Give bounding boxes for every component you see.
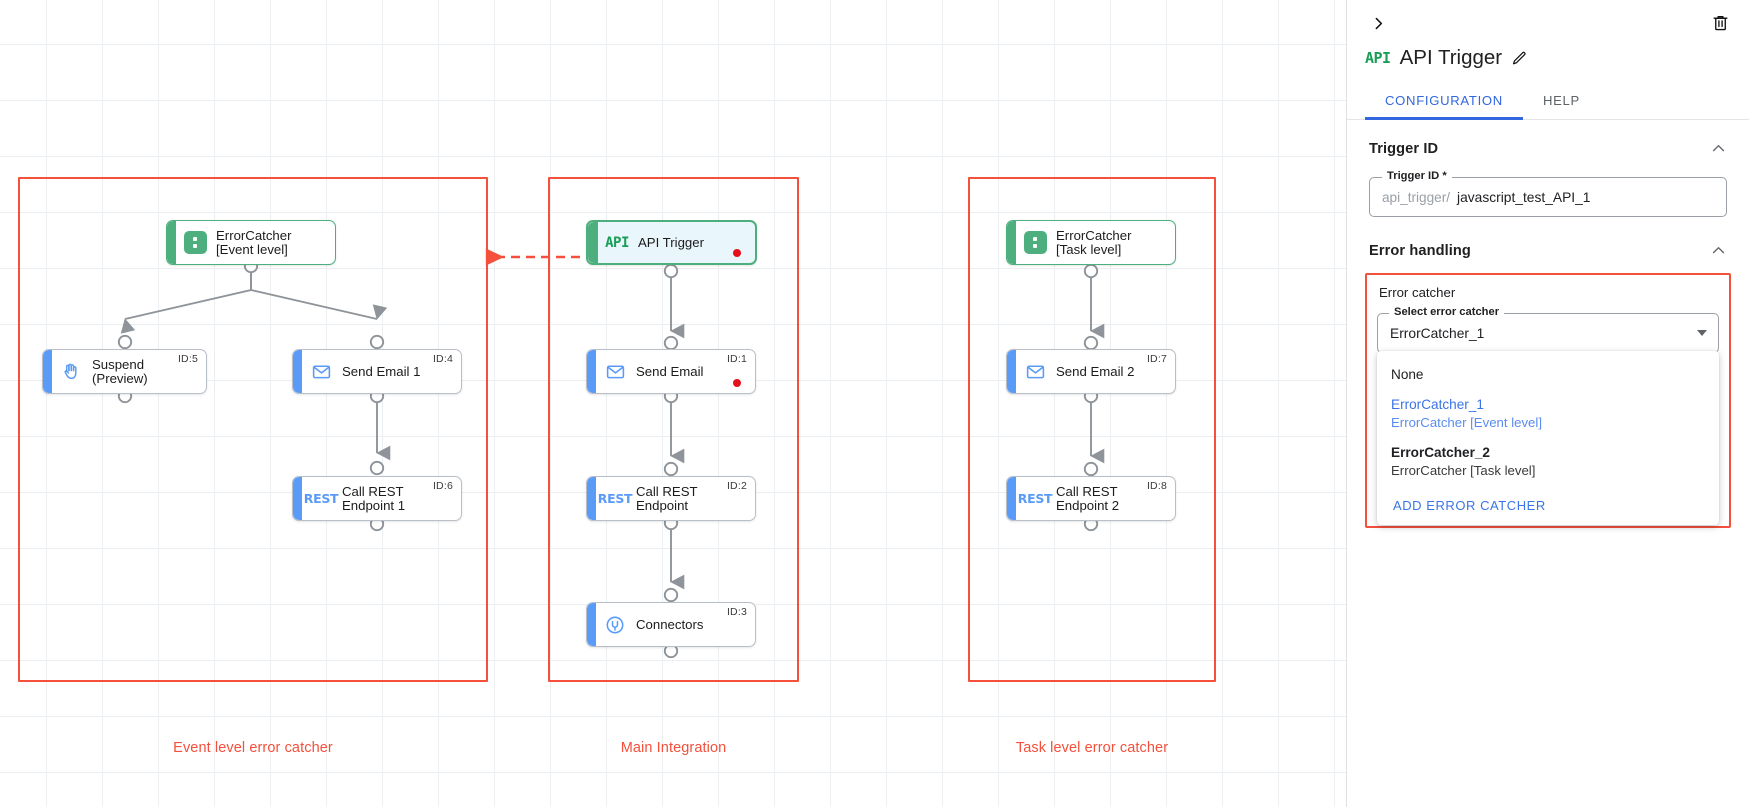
chevron-down-icon[interactable] <box>1697 330 1707 336</box>
node-accent <box>587 603 596 646</box>
panel-tabs: CONFIGURATION HELP <box>1347 82 1749 120</box>
rest-icon: REST <box>597 491 633 506</box>
dropdown-option-errorcatcher-1[interactable]: ErrorCatcher_1 ErrorCatcher [Event level… <box>1377 390 1719 438</box>
group-label-task-level: Task level error catcher <box>1015 740 1169 756</box>
status-dot <box>733 379 741 387</box>
node-call-rest-endpoint-1[interactable]: REST Call REST Endpoint 1 ID:6 <box>292 476 462 521</box>
api-icon: API <box>1365 49 1391 67</box>
node-id-label: ID:2 <box>726 480 747 492</box>
node-label: Call REST Endpoint 1 <box>342 483 406 513</box>
error-catcher-icon <box>1016 231 1054 254</box>
node-label: Send Email 1 <box>342 363 421 379</box>
node-label: Send Email <box>636 363 704 379</box>
node-accent <box>293 350 302 393</box>
tab-help[interactable]: HELP <box>1542 93 1580 108</box>
rest-icon: REST <box>303 491 339 506</box>
trigger-id-field-label: Trigger ID * <box>1382 170 1452 182</box>
envelope-icon <box>596 361 634 382</box>
node-id-label: ID:4 <box>432 353 453 365</box>
trash-icon[interactable] <box>1707 9 1733 35</box>
node-label: API Trigger <box>638 234 704 250</box>
node-errorcatcher-event-level[interactable]: ErrorCatcher [Event level] <box>166 220 336 265</box>
node-accent <box>167 221 176 264</box>
error-catcher-label: Error catcher <box>1379 285 1456 300</box>
node-suspend-preview[interactable]: Suspend (Preview) ID:5 <box>42 349 207 394</box>
page-title: API Trigger <box>1399 46 1503 69</box>
group-frame-task-level[interactable] <box>968 177 1216 682</box>
envelope-icon <box>1016 361 1054 382</box>
dropdown-option-primary: ErrorCatcher_1 <box>1391 397 1484 412</box>
chevron-up-icon[interactable] <box>1710 242 1727 259</box>
node-accent <box>1007 350 1016 393</box>
node-id-label: ID:6 <box>432 480 453 492</box>
node-accent <box>587 477 596 520</box>
node-id-label: ID:7 <box>1146 353 1167 365</box>
section-header-error-handling: Error handling <box>1347 217 1749 259</box>
tab-configuration[interactable]: CONFIGURATION <box>1365 82 1523 120</box>
envelope-icon <box>302 361 340 382</box>
node-id-label: ID:3 <box>726 606 747 618</box>
node-id-label: ID:5 <box>177 353 198 365</box>
dropdown-option-none[interactable]: None <box>1377 360 1719 390</box>
node-label: Send Email 2 <box>1056 363 1135 379</box>
node-api-trigger[interactable]: API API Trigger <box>586 220 757 265</box>
node-accent <box>1007 477 1016 520</box>
select-error-catcher-value: ErrorCatcher_1 <box>1390 325 1485 341</box>
node-call-rest-endpoint-2[interactable]: REST Call REST Endpoint 2 ID:8 <box>1006 476 1176 521</box>
node-label: Call REST Endpoint <box>636 483 698 513</box>
properties-panel: API API Trigger CONFIGURATION HELP Trigg… <box>1346 0 1749 807</box>
status-dot <box>733 249 741 257</box>
node-send-email[interactable]: Send Email ID:1 <box>586 349 756 394</box>
node-send-email-2[interactable]: Send Email 2 ID:7 <box>1006 349 1176 394</box>
node-call-rest-endpoint[interactable]: REST Call REST Endpoint ID:2 <box>586 476 756 521</box>
trigger-id-value: javascript_test_API_1 <box>1457 189 1591 205</box>
node-label: Connectors <box>636 616 704 632</box>
chevron-up-icon[interactable] <box>1710 140 1727 157</box>
panel-title-row: API API Trigger <box>1347 36 1749 70</box>
section-title: Trigger ID <box>1369 140 1439 157</box>
dropdown-option-secondary: ErrorCatcher [Task level] <box>1391 463 1536 478</box>
node-accent <box>293 477 302 520</box>
error-catcher-icon <box>176 231 214 254</box>
dropdown-option-primary: ErrorCatcher_2 <box>1391 445 1490 460</box>
node-errorcatcher-task-level[interactable]: ErrorCatcher [Task level] <box>1006 220 1176 265</box>
node-accent <box>587 350 596 393</box>
dropdown-option-primary: None <box>1391 367 1424 382</box>
section-header-trigger-id: Trigger ID <box>1347 120 1749 157</box>
trigger-id-field[interactable]: Trigger ID * api_trigger/ javascript_tes… <box>1369 170 1727 217</box>
node-accent <box>43 350 52 393</box>
api-icon: API <box>605 234 629 251</box>
workflow-canvas[interactable]: Event level error catcher Main Integrati… <box>0 0 1346 807</box>
dropdown-option-secondary: ErrorCatcher [Event level] <box>1391 415 1542 430</box>
add-error-catcher-button[interactable]: ADD ERROR CATCHER <box>1393 498 1546 513</box>
node-accent <box>1007 221 1016 264</box>
select-error-catcher-label: Select error catcher <box>1389 306 1505 318</box>
pencil-icon[interactable] <box>1511 50 1528 67</box>
hand-icon <box>52 361 90 382</box>
node-accent <box>588 222 598 263</box>
panel-toolbar <box>1347 0 1749 36</box>
node-id-label: ID:8 <box>1146 480 1167 492</box>
node-label: Call REST Endpoint 2 <box>1056 483 1120 513</box>
rest-icon: REST <box>1017 491 1053 506</box>
node-label: ErrorCatcher [Task level] <box>1056 227 1132 257</box>
chevron-right-icon[interactable] <box>1365 10 1391 36</box>
section-title: Error handling <box>1369 242 1471 259</box>
group-label-event-level: Event level error catcher <box>173 740 333 756</box>
node-label: Suspend (Preview) <box>92 356 148 386</box>
dropdown-option-errorcatcher-2[interactable]: ErrorCatcher_2 ErrorCatcher [Task level] <box>1377 438 1719 486</box>
error-catcher-highlight-box: Error catcher Select error catcher Error… <box>1365 273 1731 528</box>
trigger-id-prefix: api_trigger/ <box>1382 189 1451 205</box>
node-label: ErrorCatcher [Event level] <box>216 227 292 257</box>
group-label-main-integration: Main Integration <box>620 740 727 756</box>
connectors-icon <box>596 614 634 636</box>
node-id-label: ID:1 <box>726 353 747 365</box>
error-catcher-dropdown-menu: None ErrorCatcher_1 ErrorCatcher [Event … <box>1377 351 1719 525</box>
group-frame-main-integration[interactable] <box>548 177 799 682</box>
node-connectors[interactable]: Connectors ID:3 <box>586 602 756 647</box>
node-send-email-1[interactable]: Send Email 1 ID:4 <box>292 349 462 394</box>
group-frame-event-level[interactable] <box>18 177 488 682</box>
select-error-catcher[interactable]: Select error catcher ErrorCatcher_1 <box>1377 306 1719 353</box>
